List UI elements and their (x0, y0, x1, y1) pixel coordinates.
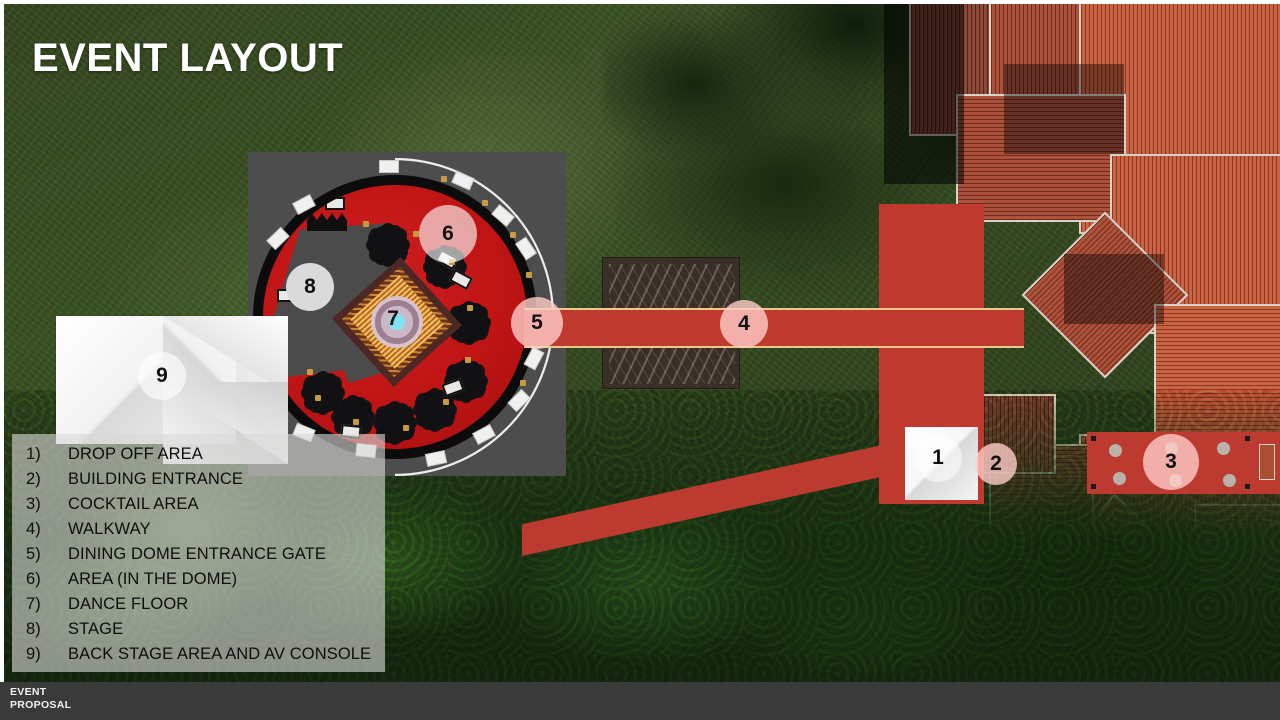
dome-light (315, 395, 321, 401)
dome-light (526, 272, 532, 278)
legend-number: 2) (26, 470, 41, 488)
legend-label: BUILDING ENTRANCE (68, 470, 243, 488)
walkway-main (524, 308, 1024, 348)
legend-number: 1) (26, 445, 41, 463)
dining-table (415, 390, 455, 430)
marker-8-stage[interactable]: 8 (286, 263, 334, 311)
dome-light (465, 357, 471, 363)
dome-light (467, 305, 473, 311)
legend-number: 7) (26, 595, 41, 613)
dome-light (443, 399, 449, 405)
legend-number: 6) (26, 570, 41, 588)
legend-label: DROP OFF AREA (68, 445, 203, 463)
cocktail-structure (1259, 444, 1275, 480)
legend-number: 5) (26, 545, 41, 563)
legend-label: STAGE (68, 620, 124, 638)
marker-9-back-stage-area[interactable]: 9 (138, 352, 186, 400)
legend-item: 3) COCKTAIL AREA (26, 492, 385, 517)
footer-line-2: PROPOSAL (10, 699, 72, 711)
cocktail-table (1109, 444, 1122, 457)
legend-label: AREA (IN THE DOME) (68, 570, 238, 588)
legend-item: 7) DANCE FLOOR (26, 592, 385, 617)
pool-water-upper (609, 264, 735, 316)
legend-number: 9) (26, 645, 41, 663)
roof-section (956, 94, 1126, 222)
dome-light (441, 176, 447, 182)
marker-6-area-in-the-dome[interactable]: 6 (419, 205, 477, 263)
dome-light (510, 232, 516, 238)
legend-item: 9) BACK STAGE AREA AND AV CONSOLE (26, 642, 385, 667)
cocktail-table (1113, 472, 1126, 485)
stage-riser (307, 213, 347, 231)
marker-2-building-entrance[interactable]: 2 (975, 443, 1017, 485)
cocktail-corner-marker (1245, 436, 1250, 441)
marker-1-drop-off-area[interactable]: 1 (914, 434, 962, 482)
legend-item: 4) WALKWAY (26, 517, 385, 542)
legend-number: 3) (26, 495, 41, 513)
dome-light (413, 231, 419, 237)
legend-label: COCKTAIL AREA (68, 495, 199, 513)
marker-3-cocktail-area[interactable]: 3 (1143, 434, 1199, 490)
legend-label: DANCE FLOOR (68, 595, 189, 613)
cocktail-corner-marker (1091, 436, 1096, 441)
footer-line-1: EVENT (10, 686, 47, 698)
dome-light (363, 221, 369, 227)
footer-bar: EVENT PROPOSAL (0, 682, 1280, 720)
cocktail-table (1223, 474, 1236, 487)
dome-light (482, 200, 488, 206)
page-title: EVENT LAYOUT (32, 36, 344, 80)
dining-table (303, 373, 343, 413)
legend-item: 5) DINING DOME ENTRANCE GATE (26, 542, 385, 567)
legend-item: 1) DROP OFF AREA (26, 442, 385, 467)
cocktail-table (1217, 442, 1230, 455)
legend-number: 8) (26, 620, 41, 638)
marker-5-dining-dome-entrance-gate[interactable]: 5 (511, 297, 563, 349)
marquee-panel (379, 160, 399, 173)
legend-label: BACK STAGE AREA AND AV CONSOLE (68, 645, 372, 663)
footer-brand: EVENT PROPOSAL (10, 686, 71, 712)
dome-light (307, 369, 313, 375)
roof-shadow (1064, 254, 1164, 324)
legend-item: 8) STAGE (26, 617, 385, 642)
dome-panel (449, 269, 473, 290)
legend-label: WALKWAY (68, 520, 151, 538)
legend-item: 6) AREA (IN THE DOME) (26, 567, 385, 592)
cocktail-corner-marker (1091, 484, 1096, 489)
marker-4-walkway[interactable]: 4 (720, 300, 768, 348)
legend-number: 4) (26, 520, 41, 538)
marker-7-dance-floor[interactable]: 7 (387, 307, 399, 330)
dome-panel (325, 197, 345, 210)
backstage-tent-group (56, 316, 288, 464)
dome-light (353, 419, 359, 425)
roof-shadow (1004, 64, 1124, 154)
cocktail-corner-marker (1245, 484, 1250, 489)
dome-light (403, 425, 409, 431)
legend-label: DINING DOME ENTRANCE GATE (68, 545, 326, 563)
roof-shadow (884, 4, 964, 184)
dome-light (520, 380, 526, 386)
legend-item: 2) BUILDING ENTRANCE (26, 467, 385, 492)
legend-panel: 1) DROP OFF AREA 2) BUILDING ENTRANCE 3)… (12, 434, 385, 672)
